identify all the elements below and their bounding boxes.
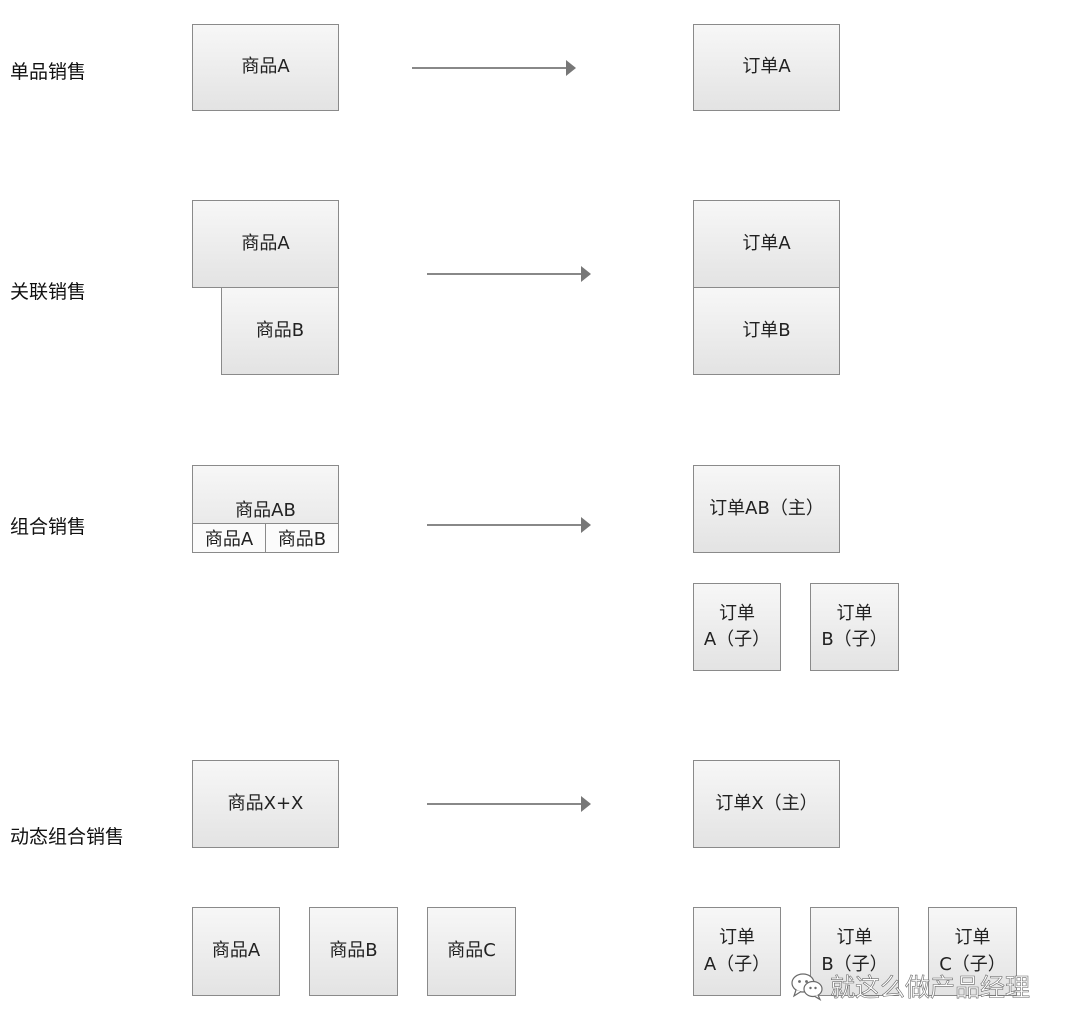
combo-order-child-b-box: 订单 B（子） — [810, 583, 899, 671]
arrow-head — [581, 266, 591, 282]
dynamic-product-c-box: 商品C — [427, 907, 516, 996]
arrow-combo — [427, 517, 591, 533]
dynamic-order-main-box: 订单X（主） — [693, 760, 840, 848]
arrow-head — [566, 60, 576, 76]
dynamic-order-child-b-line2: B（子） — [821, 953, 888, 975]
combo-product-a-cell: 商品A — [193, 524, 265, 552]
arrow-related — [427, 266, 591, 282]
related-order-a-box: 订单A — [693, 200, 840, 288]
dynamic-order-child-a-box: 订单 A（子） — [693, 907, 781, 996]
combo-product-b-cell: 商品B — [265, 524, 338, 552]
dynamic-order-child-c-line2: C（子） — [939, 953, 1006, 975]
watermark-text: 就这么做产品经理 — [830, 973, 1031, 1003]
arrow-dynamic — [427, 796, 591, 812]
arrow-head — [581, 796, 591, 812]
related-product-b-box: 商品B — [221, 287, 339, 375]
related-order-b-box: 订单B — [693, 287, 840, 375]
combo-order-main-box: 订单AB（主） — [693, 465, 840, 553]
dynamic-product-xx-box: 商品X+X — [192, 760, 339, 848]
combo-product-parts: 商品A 商品B — [193, 523, 338, 552]
arrow-head — [581, 517, 591, 533]
dynamic-order-child-a-line2: A（子） — [703, 953, 771, 975]
dynamic-order-child-b-box: 订单 B（子） — [810, 907, 899, 996]
arrow-line — [427, 803, 583, 805]
combo-order-child-a-line2: A（子） — [703, 629, 771, 650]
dynamic-product-a-box: 商品A — [192, 907, 280, 996]
combo-order-child-b-line1: 订单 — [836, 602, 873, 624]
dynamic-order-child-a-line1: 订单 — [719, 927, 755, 949]
row-label-dynamic-combo-sale: 动态组合销售 — [10, 826, 125, 848]
dynamic-order-child-c-box: 订单 C（子） — [928, 907, 1017, 996]
related-product-a-box: 商品A — [192, 200, 339, 288]
product-a-box: 商品A — [192, 24, 339, 111]
watermark: 就这么做产品经理 — [790, 968, 1030, 1004]
arrow-single — [412, 60, 576, 76]
row-label-combo-sale: 组合销售 — [10, 516, 87, 538]
order-a-box: 订单A — [693, 24, 840, 111]
wechat-icon — [791, 973, 823, 1001]
arrow-line — [412, 67, 568, 69]
arrow-line — [427, 273, 583, 275]
combo-order-child-a-box: 订单 A（子） — [693, 583, 781, 671]
combo-order-child-a-line1: 订单 — [719, 602, 755, 624]
dynamic-order-child-c-line1: 订单 — [954, 927, 991, 949]
combo-product-ab-box: 商品AB 商品A 商品B — [192, 465, 339, 553]
combo-order-child-b-line2: B（子） — [821, 629, 888, 650]
arrow-line — [427, 524, 583, 526]
row-label-single-sale: 单品销售 — [10, 61, 87, 83]
row-label-related-sale: 关联销售 — [10, 281, 87, 303]
dynamic-order-child-b-line1: 订单 — [836, 927, 873, 949]
dynamic-product-b-box: 商品B — [309, 907, 398, 996]
combo-product-ab-label: 商品AB — [235, 500, 296, 521]
